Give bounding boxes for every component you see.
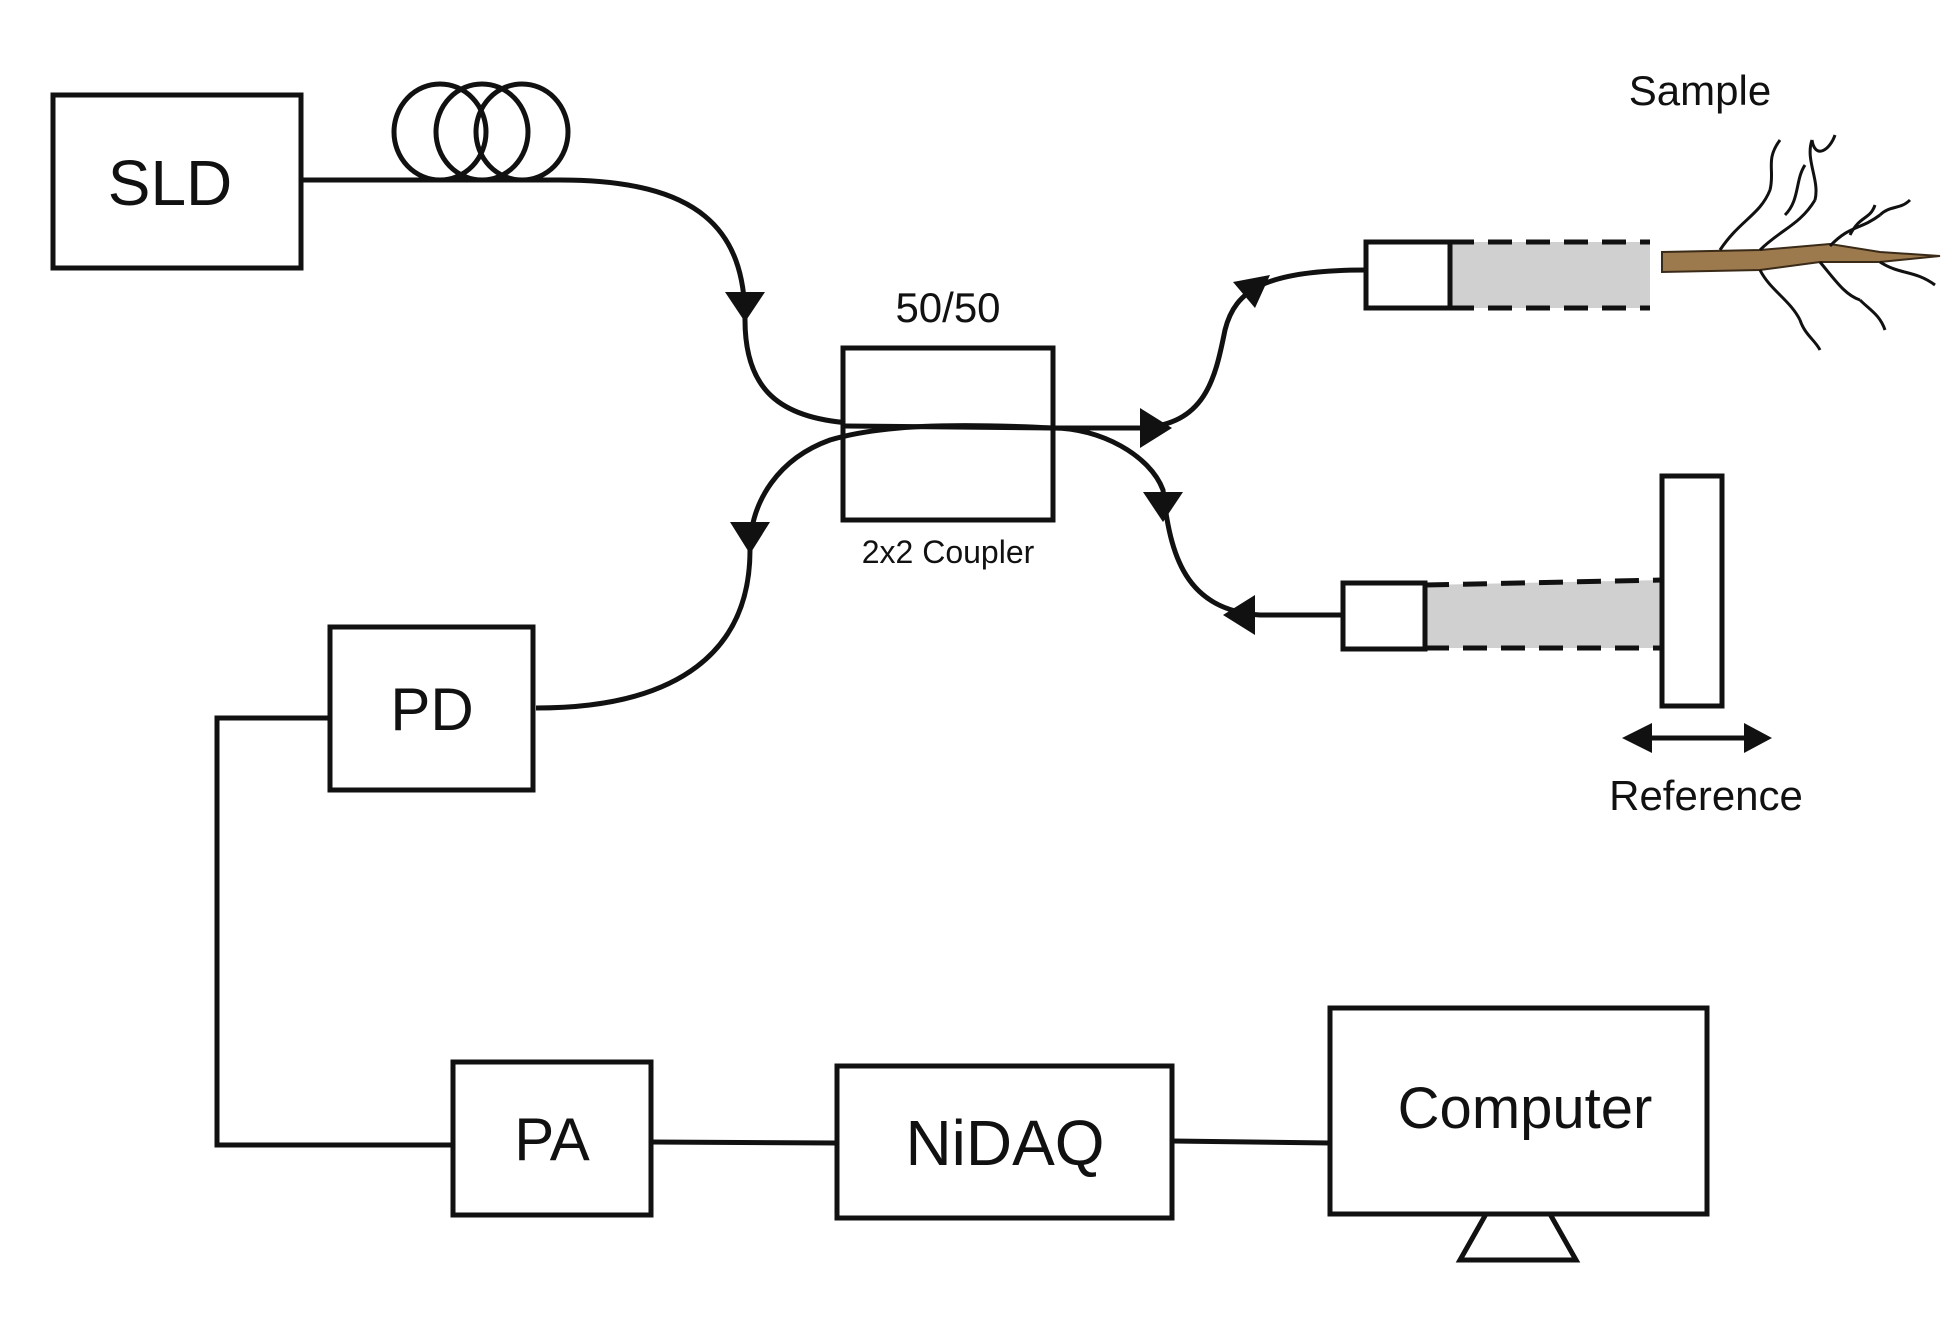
reference-label: Reference — [1609, 772, 1803, 819]
reference-collimator — [1340, 577, 1663, 652]
pa-to-nidaq-wire — [650, 1139, 838, 1146]
branch-sample-icon: Sample — [1629, 67, 1941, 351]
double-arrow-icon — [1622, 723, 1772, 753]
sample-label: Sample — [1629, 67, 1771, 114]
detector-arrow — [730, 522, 770, 554]
nidaq-label: NiDAQ — [905, 1107, 1104, 1179]
sample-out-arrow — [1140, 408, 1172, 448]
sample-arm-fiber — [1053, 267, 1367, 431]
detector-fiber — [535, 423, 1054, 711]
pd-block: PD — [327, 624, 536, 793]
pd-to-pa-wire — [214, 715, 453, 1148]
pa-label: PA — [514, 1106, 590, 1173]
reference-arm-fiber — [1052, 425, 1343, 618]
source-fiber-arrow — [725, 292, 765, 322]
sample-collimator — [1363, 239, 1650, 311]
sld-block: SLD — [50, 92, 304, 271]
monitor-stand-icon — [1455, 1211, 1581, 1263]
coupler-ratio-label: 50/50 — [895, 284, 1000, 331]
reference-out-arrow — [1143, 492, 1183, 522]
pa-block: PA — [450, 1059, 654, 1218]
reference-mirror — [1659, 473, 1725, 709]
reference-return-arrow — [1223, 595, 1255, 635]
coupler-caption: 2x2 Coupler — [862, 534, 1035, 570]
pd-label: PD — [390, 676, 473, 743]
fiber-loop-icon — [301, 81, 571, 183]
computer-label: Computer — [1398, 1076, 1653, 1141]
sld-label: SLD — [108, 147, 233, 219]
nidaq-to-computer-wire — [1171, 1138, 1331, 1146]
coupler-block: 50/50 2x2 Coupler — [840, 284, 1056, 570]
nidaq-block: NiDAQ — [834, 1063, 1175, 1221]
sample-return-arrow — [1233, 275, 1270, 308]
computer-block: Computer — [1327, 1005, 1710, 1263]
